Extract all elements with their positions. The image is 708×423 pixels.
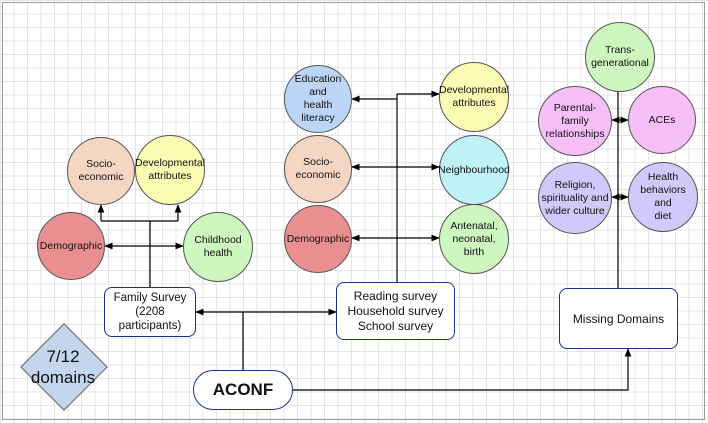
node-label: Neighbourhood	[438, 163, 510, 176]
node-label: ACEs	[648, 113, 676, 126]
node-antenatal-neonatal-birth: Antenatal, neonatal, birth	[439, 204, 509, 274]
node-education-health-literacy: Education and health literacy	[284, 65, 352, 133]
node-aces: ACEs	[628, 86, 696, 154]
node-label: Developmental attributes	[438, 84, 510, 109]
node-reading-developmental: Developmental attributes	[439, 62, 509, 132]
reading-survey-box: Reading survey Household survey School s…	[336, 282, 455, 340]
node-parental-family-relationships: Parental-family relationships	[538, 86, 612, 156]
node-label: Socio- economic	[295, 156, 341, 181]
node-family-socioeconomic: Socio- economic	[67, 137, 135, 205]
node-label: Antenatal, neonatal, birth	[450, 219, 498, 258]
node-religion-spirituality-culture: Religion, spirituality and wider culture	[538, 162, 612, 234]
family-survey-box: Family Survey (2208 participants)	[104, 287, 196, 337]
node-label: Childhood health	[194, 234, 242, 259]
arrow-aconf-missing	[293, 348, 632, 391]
node-family-demographic: Demographic	[37, 212, 105, 280]
node-neighbourhood: Neighbourhood	[438, 135, 510, 205]
node-reading-socioeconomic: Socio- economic	[284, 135, 352, 203]
node-label: Developmental attributes	[134, 157, 206, 182]
missing-domains-box: Missing Domains	[559, 288, 678, 349]
node-label: Trans- generational	[591, 44, 649, 69]
node-label: Parental-family relationships	[545, 101, 605, 140]
node-label: Demographic	[39, 239, 103, 252]
node-family-developmental: Developmental attributes	[135, 135, 205, 205]
node-label: Religion, spirituality and wider culture	[541, 178, 609, 217]
node-reading-demographic: Demographic	[284, 205, 352, 273]
aconf-box: ACONF	[193, 370, 293, 410]
summary-diamond-text: 7/12 domains	[30, 347, 96, 387]
node-label: Demographic	[286, 232, 350, 245]
node-childhood-health: Childhood health	[183, 212, 253, 282]
node-label: Socio- economic	[78, 158, 124, 183]
node-label: Education and health literacy	[294, 73, 342, 124]
node-label: Health behaviors and diet	[640, 171, 686, 222]
node-health-behaviors-diet: Health behaviors and diet	[628, 162, 698, 232]
node-transgenerational: Trans- generational	[585, 22, 655, 92]
